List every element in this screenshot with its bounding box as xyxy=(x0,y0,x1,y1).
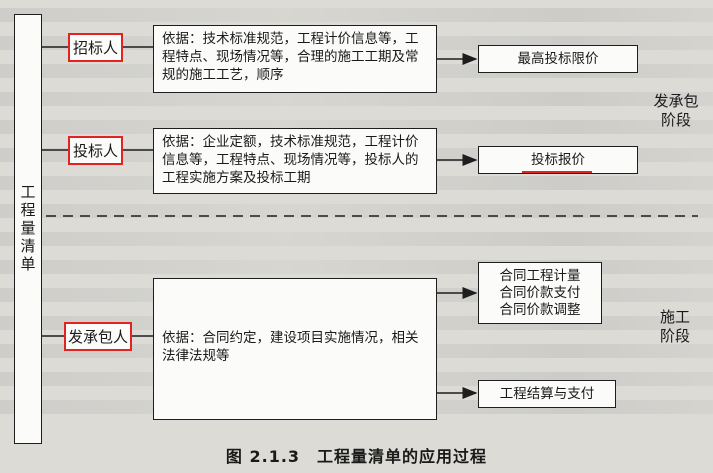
contract-item-measurement: 合同工程计量 xyxy=(499,267,581,284)
output-bid-price-text: 投标报价 xyxy=(531,151,585,168)
desc-contract-parties: 依据：合同约定，建设项目实施情况，相关法律法规等 xyxy=(153,278,437,420)
stage-construction: 施工 阶段 xyxy=(650,308,700,346)
bid-price-underline xyxy=(522,171,592,173)
desc-tenderer: 依据：技术标准规范，工程计价信息等，工程特点、现场情况等，合理的施工工期及常规的… xyxy=(153,25,437,93)
output-settlement-text: 工程结算与支付 xyxy=(499,385,595,402)
bill-of-quantities-text: 工程量清单 xyxy=(18,184,37,274)
role-contract-parties: 发承包人 xyxy=(64,322,132,351)
contract-item-payment: 合同价款支付 xyxy=(499,284,581,301)
stage-construction-line2: 阶段 xyxy=(659,327,690,345)
contract-item-adjustment: 合同价款调整 xyxy=(499,301,581,318)
role-contract-parties-text: 发承包人 xyxy=(67,328,128,346)
desc-bidder-text: 依据：企业定额，技术标准规范，工程计价信息等，工程特点、现场情况等，投标人的工程… xyxy=(162,134,419,186)
output-max-bid-limit: 最高投标限价 xyxy=(478,45,638,73)
role-tenderer-text: 招标人 xyxy=(72,39,118,57)
desc-bidder: 依据：企业定额，技术标准规范，工程计价信息等，工程特点、现场情况等，投标人的工程… xyxy=(153,128,437,194)
role-tenderer: 招标人 xyxy=(68,33,123,62)
stage-contracting-line1: 发承包 xyxy=(653,92,699,110)
figure-caption: 图 2.1.3 工程量清单的应用过程 xyxy=(225,447,488,466)
stage-construction-line1: 施工 xyxy=(659,308,690,326)
desc-tenderer-text: 依据：技术标准规范，工程计价信息等，工程特点、现场情况等，合理的施工工期及常规的… xyxy=(162,31,419,83)
role-bidder-text: 投标人 xyxy=(72,142,118,160)
output-max-bid-limit-text: 最高投标限价 xyxy=(517,50,599,67)
output-bid-price: 投标报价 xyxy=(478,146,638,174)
output-contract-items: 合同工程计量 合同价款支付 合同价款调整 xyxy=(478,262,602,324)
stage-contracting: 发承包 阶段 xyxy=(646,92,706,130)
role-bidder: 投标人 xyxy=(68,136,123,165)
bill-of-quantities-label: 工程量清单 xyxy=(14,14,42,444)
desc-contract-parties-text: 依据：合同约定，建设项目实施情况，相关法律法规等 xyxy=(162,330,419,364)
stage-contracting-line2: 阶段 xyxy=(660,111,691,129)
output-settlement: 工程结算与支付 xyxy=(478,380,616,408)
